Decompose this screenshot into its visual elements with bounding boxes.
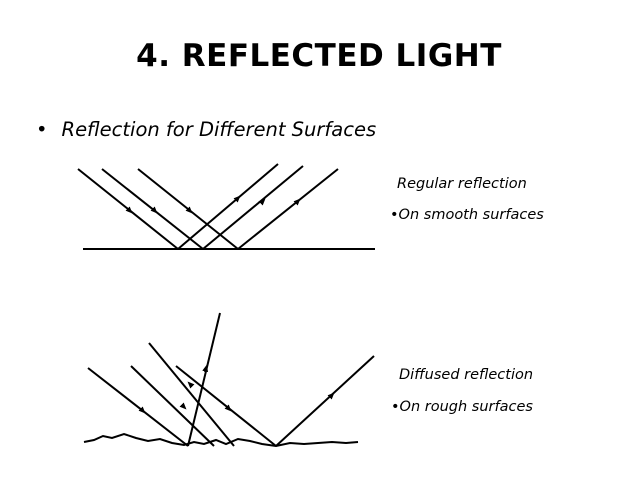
arrowhead-icon: [138, 406, 146, 414]
rough-surface-note: •On rough surfaces: [391, 399, 533, 415]
scattered-ray: [148, 342, 235, 447]
incident-ray: [87, 367, 189, 447]
arrowhead-icon: [258, 198, 266, 206]
arrowhead-icon: [224, 404, 232, 412]
reflected-ray: [202, 165, 304, 250]
arrowhead-icon: [202, 364, 209, 373]
rough-surface-line: [83, 432, 359, 448]
diffused-reflection-label: Diffused reflection: [399, 367, 534, 383]
regular-reflection-label: Regular reflection: [397, 176, 527, 192]
arrowhead-icon: [125, 206, 133, 214]
reflected-ray: [177, 163, 279, 250]
arrowhead-icon: [233, 195, 241, 203]
scattered-ray: [187, 312, 221, 447]
arrowhead-icon: [185, 206, 193, 214]
regular-reflection-diagram: [77, 163, 375, 250]
scattered-ray: [275, 355, 375, 447]
arrowhead-icon: [187, 381, 195, 389]
diffused-reflection-diagram: [83, 312, 375, 448]
arrowhead-icon: [293, 198, 301, 206]
smooth-surface-note: •On smooth surfaces: [390, 207, 544, 223]
slide-title: 4. REFLECTED LIGHT: [136, 38, 502, 74]
arrowhead-icon: [179, 402, 187, 410]
bullet-item: • Reflection for Different Surfaces: [36, 118, 376, 141]
bullet-text: Reflection for Different Surfaces: [61, 118, 377, 141]
incident-ray: [130, 365, 215, 447]
arrowhead-icon: [150, 206, 158, 214]
reflected-ray: [237, 168, 339, 250]
arrowhead-icon: [327, 392, 335, 400]
bullet-dot: •: [36, 118, 48, 141]
